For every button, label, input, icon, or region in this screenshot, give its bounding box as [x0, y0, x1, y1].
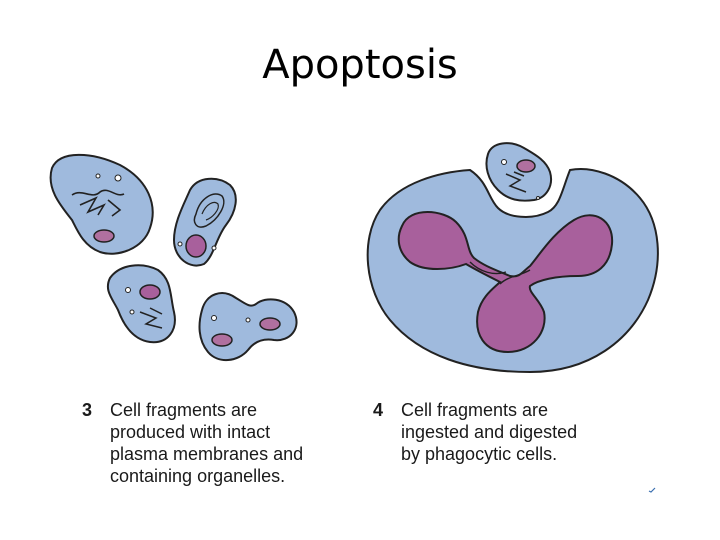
apoptotic-body-upper	[172, 177, 237, 267]
step-4-line: Cell fragments are	[401, 400, 549, 420]
phagocytic-cell	[366, 168, 659, 374]
step-3-line: produced with intact	[110, 422, 271, 442]
step-3-number: 3	[82, 400, 93, 420]
apoptotic-body-lower-right	[198, 292, 298, 361]
step-4-line: by phagocytic cells.	[401, 444, 558, 464]
step-4-line: ingested and digested	[401, 422, 578, 442]
step-4-number: 4	[373, 400, 384, 420]
step-3-caption: 3 Cell fragments are produced with intac…	[82, 399, 372, 499]
checkmark-icon	[648, 487, 656, 493]
engulfed-apoptotic-body	[485, 142, 552, 202]
step-3-line: plasma membranes and	[110, 444, 304, 464]
step-3-line: containing organelles.	[110, 466, 286, 486]
step-4-caption: 4 Cell fragments are ingested and digest…	[373, 399, 673, 479]
slide-title: Apoptosis	[262, 42, 458, 88]
step-3-line: Cell fragments are	[110, 400, 258, 420]
apoptotic-body-large	[49, 153, 154, 255]
apoptotic-body-lower-left	[106, 264, 176, 344]
